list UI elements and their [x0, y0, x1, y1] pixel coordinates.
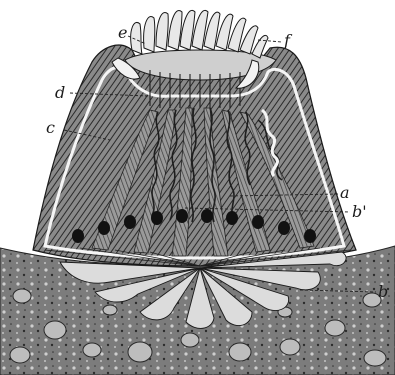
label-a: a: [340, 183, 350, 202]
label-b: b: [378, 282, 388, 301]
label-b-prime: b': [352, 202, 367, 221]
label-c: c: [46, 118, 55, 137]
label-f: f: [283, 31, 293, 50]
label-d: d: [55, 83, 65, 102]
label-e: e: [118, 23, 127, 42]
